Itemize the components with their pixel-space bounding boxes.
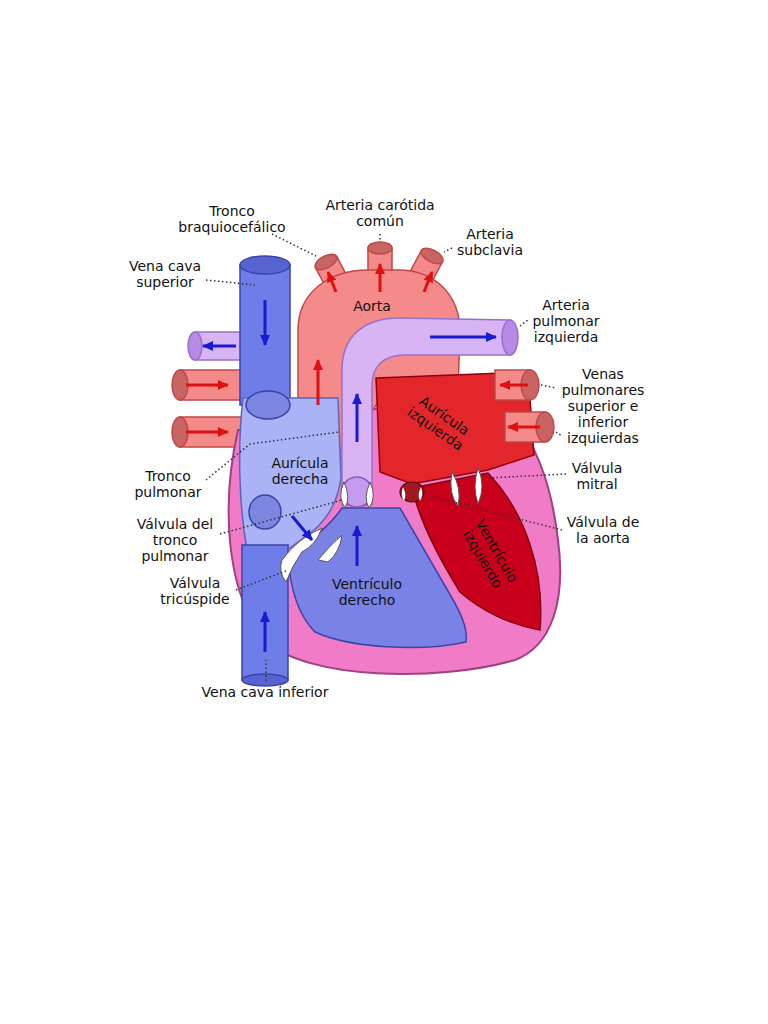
vena-cava-opening — [240, 256, 290, 274]
leader-lines — [206, 234, 566, 681]
mitral-valve — [475, 468, 482, 504]
part-label: Arteria subclavia — [445, 226, 535, 258]
vein-opening — [172, 370, 188, 400]
part-label: Ventrículo derecho — [325, 576, 410, 608]
part-label: Tronco braquiocefálico — [170, 203, 295, 235]
aortic-valve-cusp — [419, 487, 423, 501]
artery-opening — [188, 332, 202, 360]
part-label: Tronco pulmonar — [128, 468, 208, 500]
label-slot: Vena cava inferior — [185, 684, 345, 700]
part-label: Válvula tricúspide — [153, 575, 238, 607]
part-label: Vena cava inferior — [185, 684, 345, 700]
pulmonary-trunk — [342, 318, 510, 505]
label-slot: Válvula mitral — [562, 460, 632, 492]
part-label: Ventrículo izquierdo — [455, 511, 525, 600]
part-label: Aorta — [342, 298, 402, 314]
part-label: Válvula del tronco pulmonar — [128, 516, 223, 564]
label-slot: Venas pulmonares superior e inferior izq… — [558, 366, 648, 446]
vena-cava-opening — [249, 495, 281, 529]
part-label: Vena cava superior — [120, 258, 210, 290]
part-label: Venas pulmonares superior e inferior izq… — [558, 366, 648, 446]
pulmonary-valve-cusp — [341, 482, 348, 508]
label-slot: Válvula del tronco pulmonar — [128, 516, 223, 564]
label-slot: Tronco pulmonar — [128, 468, 208, 500]
label-slot: Arteria carótida común — [318, 197, 443, 229]
part-label: Arteria carótida común — [318, 197, 443, 229]
label-slot: Válvula de la aorta — [561, 514, 645, 546]
label-slot: Vena cava superior — [120, 258, 210, 290]
superior-vena-cava — [240, 265, 290, 405]
label-slot: Arteria pulmonar izquierda — [526, 297, 606, 345]
vein-opening — [172, 417, 188, 447]
label-slot: Ventrículo izquierdo — [455, 511, 525, 600]
label-slot: Tronco braquiocefálico — [170, 203, 295, 235]
part-label: Válvula mitral — [562, 460, 632, 492]
tricuspid-valve — [318, 535, 342, 562]
pulmonary-valve-cusp — [366, 482, 373, 508]
label-slot: Válvula tricúspide — [153, 575, 238, 607]
label-slot: Arteria subclavia — [445, 226, 535, 258]
aortic-valve — [400, 482, 424, 502]
artery-opening — [502, 320, 518, 355]
label-slot: Aurícula derecha — [263, 455, 338, 487]
tricuspid-valve — [281, 528, 322, 582]
part-label: Aurícula izquierda — [399, 387, 481, 458]
label-slot: Aurícula izquierda — [399, 387, 481, 458]
flow-arrows — [186, 264, 540, 652]
part-label: Válvula de la aorta — [561, 514, 645, 546]
part-label: Aurícula derecha — [263, 455, 338, 487]
mitral-valve — [451, 472, 459, 506]
part-label: Arteria pulmonar izquierda — [526, 297, 606, 345]
vena-cava-opening — [246, 391, 290, 419]
aortic-valve-cusp — [402, 487, 406, 501]
label-slot: Ventrículo derecho — [325, 576, 410, 608]
label-slot: Aorta — [342, 298, 402, 314]
